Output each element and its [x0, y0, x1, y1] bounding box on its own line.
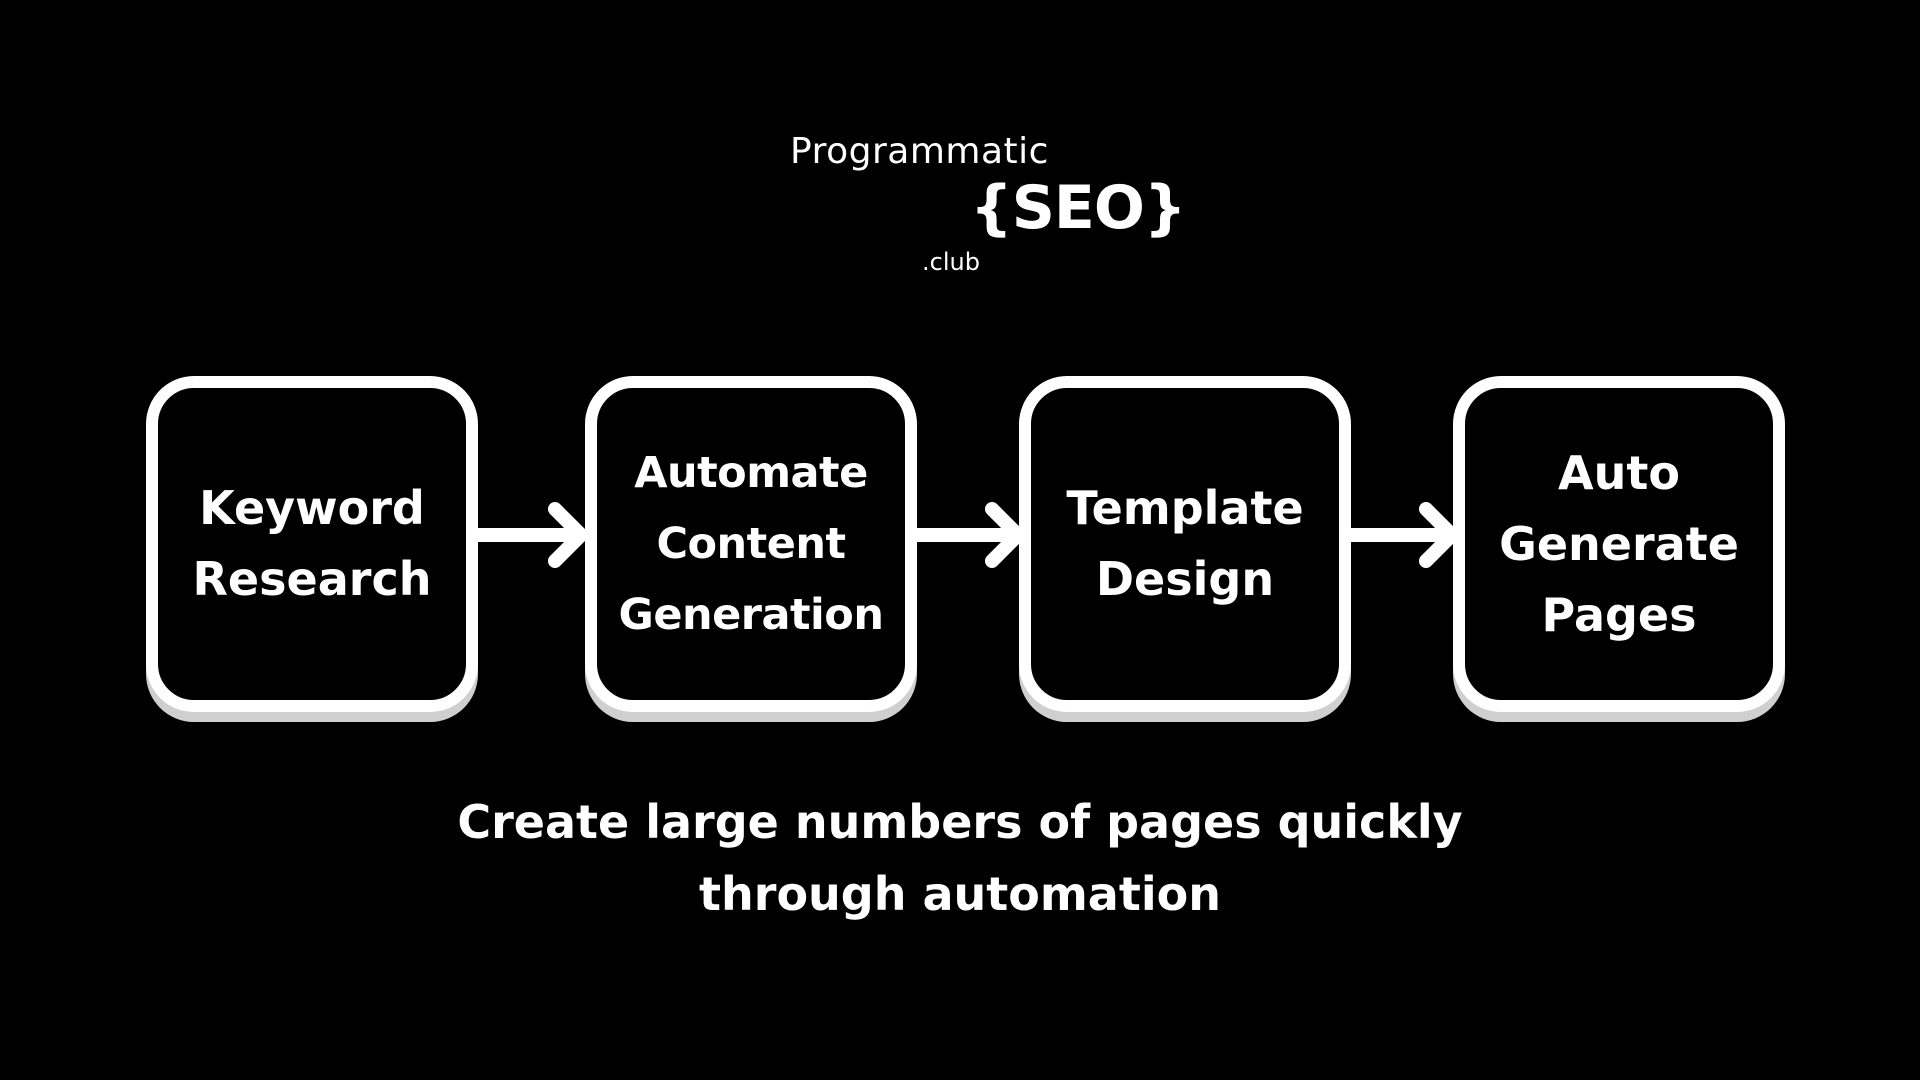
step-template-design: Template Design	[1019, 376, 1351, 712]
logo-seo: {SEO}	[970, 173, 1187, 243]
step-auto-generate-pages: Auto Generate Pages	[1453, 376, 1785, 712]
step-label: Auto Generate Pages	[1499, 445, 1739, 642]
step-keyword-research: Keyword Research	[146, 376, 478, 712]
step-automate-content-generation: Automate Content Generation	[585, 376, 917, 712]
arrow-right-icon	[1340, 502, 1459, 568]
logo-programmatic: Programmatic	[790, 131, 1049, 172]
logo-club: .club	[922, 248, 980, 276]
step-label: Template Design	[1066, 481, 1304, 606]
step-label: Keyword Research	[192, 481, 432, 606]
arrow-right-icon	[469, 502, 588, 568]
caption: Create large numbers of pages quickly th…	[457, 795, 1463, 921]
arrow-right-icon	[906, 502, 1025, 568]
step-label: Automate Content Generation	[618, 447, 884, 640]
